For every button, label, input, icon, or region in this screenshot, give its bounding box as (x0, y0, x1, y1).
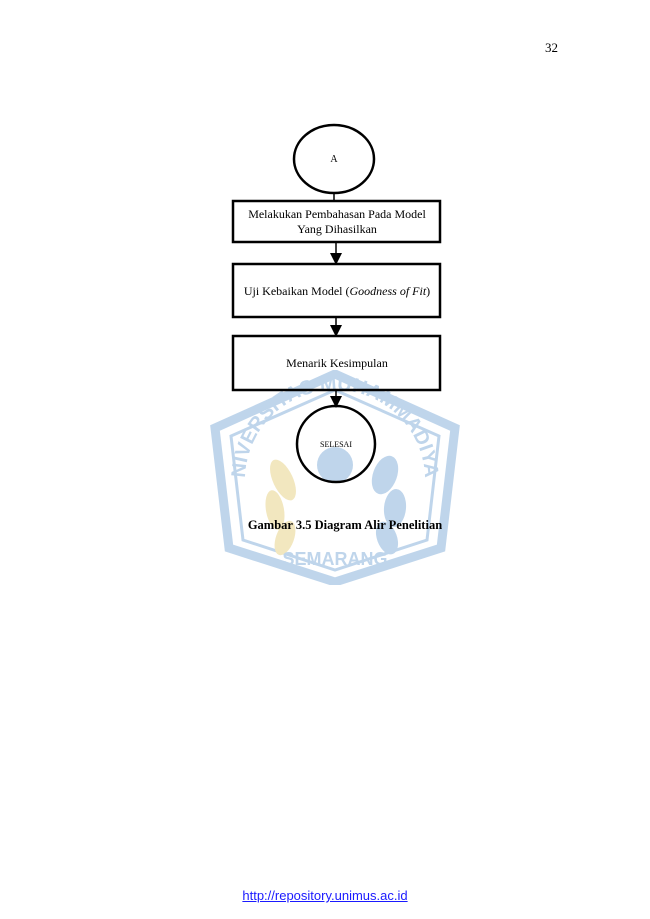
step-3-label: Menarik Kesimpulan (286, 355, 388, 370)
step-2-text-after: ) (426, 283, 431, 298)
watermark-bottom-text: SEMARANG (282, 549, 387, 569)
connector-a-label: A (330, 153, 338, 165)
page-number: 32 (545, 40, 558, 55)
step-2-text-before: Uji Kebaikan Model ( (243, 283, 350, 298)
end-label: SELESAI (320, 439, 352, 449)
figure-caption: Gambar 3.5 Diagram Alir Penelitian (247, 518, 443, 532)
step-1-label: Melakukan Pembahasan Pada Model Yang Dih… (248, 207, 426, 236)
end-circle (295, 404, 377, 484)
university-seal-watermark: UNIVERSITAS MUHAMMADIYAH SEMARANG (205, 370, 460, 585)
step-2-text-italic: Goodness of Fit (349, 283, 427, 298)
step-2-label: Uji Kebaikan Model (Goodness of Fit) (236, 265, 438, 317)
repository-link[interactable]: http://repository.unimus.ac.id (242, 888, 408, 903)
